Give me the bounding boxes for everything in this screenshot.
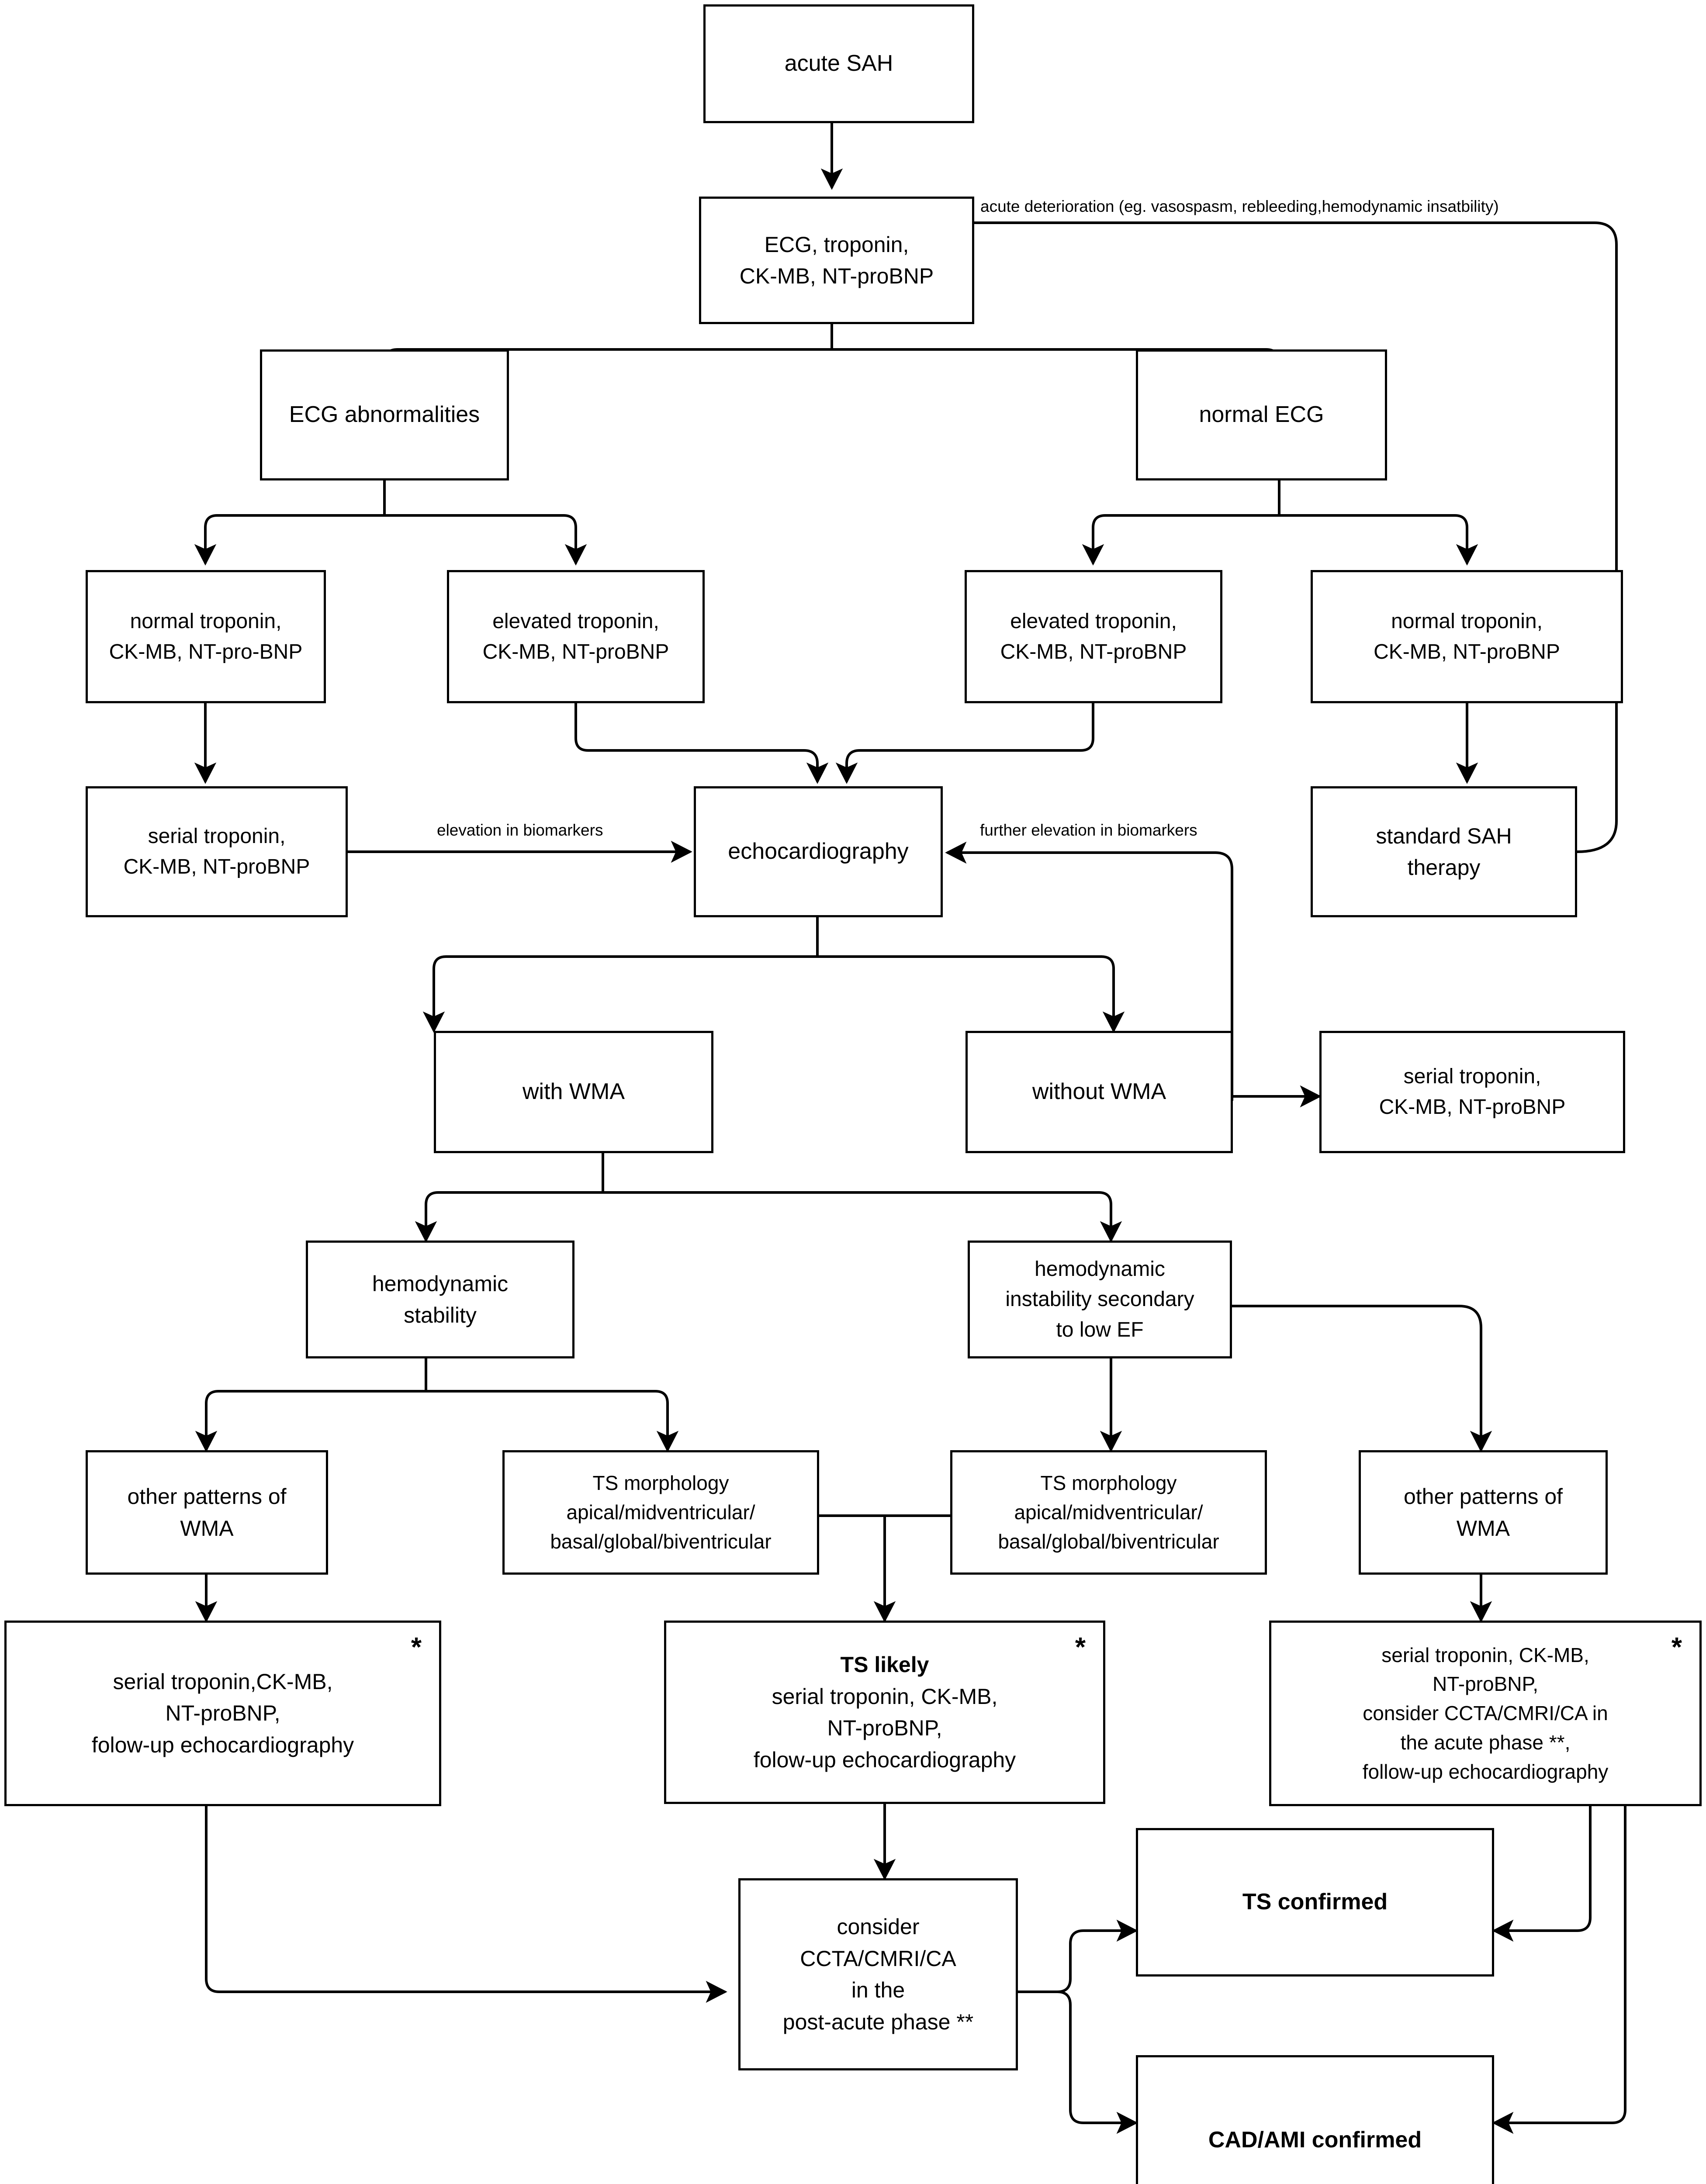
node-label: TS morphology apical/midventricular/ bas…: [998, 1472, 1219, 1553]
node-label: other patterns of WMA: [127, 1484, 287, 1541]
node-plan-left[interactable]: * serial troponin,CK-MB, NT-proBNP, folo…: [4, 1621, 441, 1806]
node-label: normal troponin, CK-MB, NT-pro-BNP: [109, 609, 303, 663]
node-label: consider CCTA/CMRI/CA in the post-acute …: [782, 1914, 974, 2034]
node-label: standard SAH therapy: [1376, 823, 1512, 880]
edge-label-further-elevation: further elevation in biomarkers: [980, 821, 1197, 839]
node-label: TS confirmed: [1242, 1889, 1388, 1915]
node-without-wma[interactable]: without WMA: [965, 1031, 1233, 1153]
node-normalecg-normal-troponin[interactable]: normal troponin, CK-MB, NT-proBNP: [1311, 570, 1623, 703]
node-echocardiography[interactable]: echocardiography: [694, 786, 943, 917]
node-other-patterns-wma-right[interactable]: other patterns of WMA: [1359, 1450, 1608, 1575]
node-label: ECG, troponin, CK-MB, NT-proBNP: [739, 232, 934, 289]
node-ecg-panel[interactable]: ECG, troponin, CK-MB, NT-proBNP: [699, 197, 974, 324]
node-label: TS morphology apical/midventricular/ bas…: [550, 1472, 772, 1553]
node-serial-troponin-right[interactable]: serial troponin, CK-MB, NT-proBNP: [1319, 1031, 1625, 1153]
node-ts-confirmed[interactable]: TS confirmed: [1136, 1828, 1494, 1977]
node-label: normal ECG: [1199, 402, 1324, 428]
node-cad-ami-confirmed[interactable]: CAD/AMI confirmed: [1136, 2055, 1494, 2184]
node-abnormal-normal-troponin[interactable]: normal troponin, CK-MB, NT-pro-BNP: [86, 570, 326, 703]
node-ts-morphology-left[interactable]: TS morphology apical/midventricular/ bas…: [502, 1450, 819, 1575]
node-label: without WMA: [1032, 1079, 1166, 1105]
edge-label-acute-deterioration: acute deterioration (eg. vasospasm, rebl…: [980, 197, 1499, 215]
node-label: CAD/AMI confirmed: [1208, 2127, 1422, 2153]
node-label: elevated troponin, CK-MB, NT-proBNP: [1000, 609, 1187, 663]
node-ecg-abnormalities[interactable]: ECG abnormalities: [260, 349, 509, 480]
node-label: other patterns of WMA: [1403, 1484, 1563, 1541]
node-label: normal troponin, CK-MB, NT-proBNP: [1374, 609, 1560, 663]
node-label: serial troponin, CK-MB, NT-proBNP: [123, 825, 310, 878]
node-other-patterns-wma-left[interactable]: other patterns of WMA: [86, 1450, 328, 1575]
node-label: hemodynamic instability secondary to low…: [1005, 1257, 1194, 1341]
node-ts-morphology-right[interactable]: TS morphology apical/midventricular/ bas…: [950, 1450, 1267, 1575]
node-normalecg-elevated-troponin[interactable]: elevated troponin, CK-MB, NT-proBNP: [965, 570, 1222, 703]
node-plan-right[interactable]: * serial troponin, CK-MB, NT-proBNP, con…: [1269, 1621, 1702, 1806]
node-title-ts-likely: TS likely: [840, 1652, 929, 1677]
node-hemodynamic-stability[interactable]: hemodynamic stability: [306, 1241, 574, 1358]
node-label: elevated troponin, CK-MB, NT-proBNP: [482, 609, 669, 663]
asterisk-marker-right: *: [1671, 1632, 1682, 1662]
edge-label-elevation-in-biomarkers: elevation in biomarkers: [437, 821, 603, 839]
node-standard-sah-therapy[interactable]: standard SAH therapy: [1311, 786, 1577, 917]
node-plan-middle[interactable]: * TS likely serial troponin, CK-MB, NT-p…: [664, 1621, 1105, 1804]
node-label: serial troponin, CK-MB, NT-proBNP, consi…: [1362, 1643, 1609, 1783]
asterisk-marker-middle: *: [1075, 1632, 1086, 1662]
node-serial-troponin-left[interactable]: serial troponin, CK-MB, NT-proBNP: [86, 786, 348, 917]
node-label: with WMA: [523, 1079, 625, 1105]
node-label: serial troponin, CK-MB, NT-proBNP, folow…: [753, 1684, 1016, 1772]
node-label: ECG abnormalities: [289, 402, 480, 428]
node-hemodynamic-instability[interactable]: hemodynamic instability secondary to low…: [968, 1241, 1232, 1358]
node-label: hemodynamic stability: [372, 1271, 509, 1328]
node-acute-sah[interactable]: acute SAH: [703, 4, 974, 123]
asterisk-marker-left: *: [411, 1632, 422, 1662]
node-normal-ecg[interactable]: normal ECG: [1136, 349, 1387, 480]
node-label: serial troponin, CK-MB, NT-proBNP: [1379, 1065, 1566, 1119]
node-label: serial troponin,CK-MB, NT-proBNP, folow-…: [91, 1669, 354, 1757]
node-consider-post-acute[interactable]: consider CCTA/CMRI/CA in the post-acute …: [738, 1878, 1018, 2070]
node-label: echocardiography: [728, 839, 909, 864]
node-abnormal-elevated-troponin[interactable]: elevated troponin, CK-MB, NT-proBNP: [447, 570, 705, 703]
node-label: acute SAH: [784, 51, 893, 76]
node-with-wma[interactable]: with WMA: [434, 1031, 713, 1153]
